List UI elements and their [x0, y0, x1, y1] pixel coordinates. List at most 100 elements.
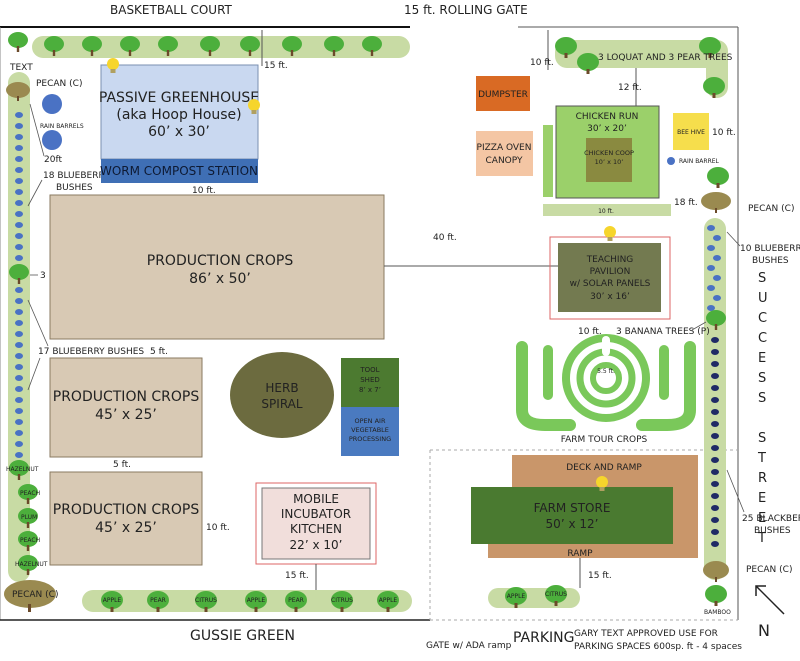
herb-spiral-line1: HERB [265, 381, 298, 395]
blueberry-18-label-2: BUSHES [56, 183, 93, 193]
herb-spiral [230, 352, 334, 438]
coop-label: CHICKEN COOP [584, 149, 634, 157]
pizza-line1: PIZZA OVEN [477, 143, 532, 153]
blueberry-18-label: 18 BLUEBERRY [43, 171, 110, 181]
site-boundary [0, 26, 739, 621]
chicken-run-side [543, 125, 553, 197]
bottom-tree-label: APPLE [247, 597, 266, 604]
dim-18ft: 18 ft. [674, 198, 698, 208]
pavilion-line3: w/ SOLAR PANELS [570, 279, 651, 289]
rain-barrel-icon [42, 94, 62, 114]
pecan-bottom-label: PECAN (C) [12, 590, 58, 600]
dim-15ft-kitchen: 15 ft. [285, 571, 309, 581]
greenhouse-aka: (aka Hoop House) [116, 107, 241, 123]
dim-10ft-pav: 10 ft. [578, 327, 602, 337]
num-3: 3 [40, 271, 46, 281]
farm-tour-crops [516, 334, 696, 431]
street-letter: C [758, 311, 768, 326]
production-crops-low [49, 471, 203, 566]
parking-tree-label: APPLE [507, 593, 526, 600]
tool-shed-line2: SHED [360, 376, 380, 384]
dumpster-label: DUMPSTER [478, 90, 528, 100]
dim-5-5ft: 5.5 ft. [597, 368, 615, 375]
parking-tree-label: CITRUS [545, 591, 567, 598]
dim-10ft-top: 10 ft. [192, 186, 216, 196]
north-label: N [758, 621, 770, 640]
bottom-tree-label: CITRUS [195, 597, 217, 604]
bottom-tree-label: PEAR [288, 597, 304, 604]
blueberry-10-label-2: BUSHES [752, 256, 789, 266]
mobile-incubator-kitchen [261, 487, 371, 560]
gussie-green-label: GUSSIE GREEN [190, 628, 295, 644]
teaching-pavilion [558, 243, 661, 312]
farm-tour-label: FARM TOUR CROPS [561, 435, 648, 445]
tree-icon [707, 167, 729, 188]
bottom-tree-label: APPLE [103, 597, 122, 604]
dim-10ft-run: 10 ft. [598, 208, 614, 215]
pecan-top [6, 82, 30, 101]
gary-text-line1: GARY TEXT APPROVED USE FOR [574, 629, 718, 639]
north-arrow-icon [755, 585, 785, 615]
dim-5ft-low: 5 ft. [113, 460, 131, 470]
ramp [488, 540, 512, 558]
pecan-bottom [4, 580, 56, 612]
pecan-mid-label: PECAN (C) [748, 204, 794, 214]
kitchen-line1: MOBILE [293, 492, 339, 506]
herb-spiral-line2: SPIRAL [261, 397, 302, 411]
tool-shed-line1: TOOL [359, 366, 379, 374]
chicken-run-label: CHICKEN RUN [576, 112, 639, 122]
bamboo-icon [705, 585, 727, 606]
pavilion-line1: TEACHING [586, 255, 634, 265]
production-mid-title: PRODUCTION CROPS [53, 389, 200, 405]
loquat-tree-icon [577, 53, 599, 74]
hazelnut-label-2: HAZELNUT [15, 561, 48, 568]
chicken-coop [586, 138, 632, 182]
greenhouse-size: 60’ x 30’ [148, 124, 210, 140]
dim-5ft-mid: 5 ft. [150, 347, 168, 357]
rain-barrel-icon [42, 130, 62, 150]
pavilion-size: 30’ x 16’ [590, 292, 630, 302]
production-large-size: 86’ x 50’ [189, 271, 251, 287]
dim-10ft-low: 10 ft. [206, 523, 230, 533]
right-hedge [704, 218, 726, 580]
street-letter: E [758, 351, 767, 366]
dumpster [476, 76, 530, 111]
kitchen-line2: INCUBATOR [281, 507, 351, 521]
rain-barrel-label: RAIN BARREL [679, 158, 720, 165]
pecan-low [703, 561, 729, 582]
ramp-label: RAMP [567, 549, 593, 559]
left-hedge [8, 72, 30, 582]
parking-label: PARKING [513, 630, 574, 646]
pecan-low-label: PECAN (C) [746, 565, 792, 575]
dim-10ft-bee: 10 ft. [712, 128, 736, 138]
open-air-line1: OPEN AIR [355, 417, 386, 425]
production-large-title: PRODUCTION CROPS [147, 253, 294, 269]
loquat-label: 3 LOQUAT AND 3 PEAR TREES [598, 53, 733, 63]
street-letter: C [758, 331, 768, 346]
tree-icon [8, 32, 28, 52]
top-hedge [32, 36, 410, 58]
pizza-oven-canopy [476, 131, 533, 176]
banana-label: 3 BANANA TREES (P) [616, 327, 710, 337]
plum-label: PLUM [21, 514, 37, 521]
bee-hive [673, 113, 709, 150]
pavilion-line2: PAVILION [590, 267, 631, 277]
pizza-line2: CANOPY [486, 156, 523, 166]
blueberry-17-label: 17 BLUEBERRY BUSHES [38, 347, 144, 357]
loquat-pear-hedge [555, 37, 728, 98]
gate-ada-label: GATE w/ ADA ramp [426, 641, 512, 651]
chicken-run-size: 30’ x 20’ [587, 124, 627, 134]
dim-40ft: 40 ft. [433, 233, 457, 243]
coop-size: 10’ x 10’ [595, 158, 624, 166]
production-low-title: PRODUCTION CROPS [53, 502, 200, 518]
street-letter: R [758, 471, 768, 486]
hazelnut-label: HAZELNUT [6, 466, 39, 473]
peach-label: PEACH [20, 490, 40, 497]
bamboo-label: BAMBOO [704, 609, 731, 616]
text-label: TEXT [9, 63, 33, 73]
rain-barrels-label: RAIN BARRELS [40, 123, 84, 130]
parking-hedge [488, 585, 580, 608]
deck-label: DECK AND RAMP [566, 463, 642, 473]
dim-15ft-store: 15 ft. [588, 571, 612, 581]
street-letter: S [758, 271, 767, 286]
